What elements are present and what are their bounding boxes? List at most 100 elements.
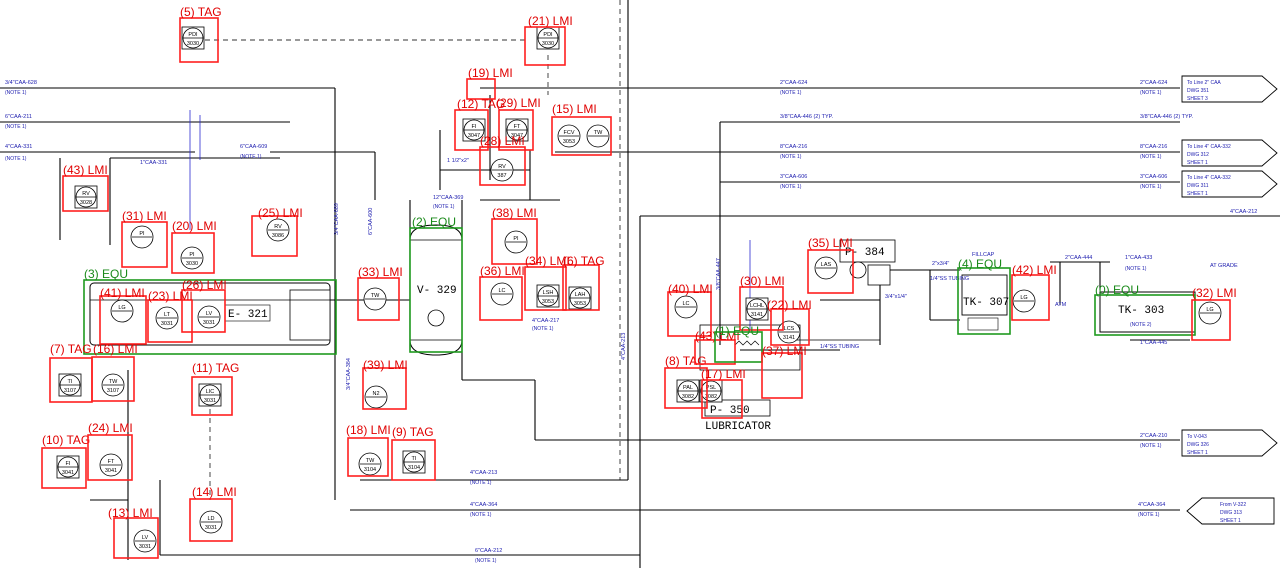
instrument-number: 3028: [80, 200, 92, 206]
pipe-note: (NOTE 1): [470, 480, 492, 486]
tank-tk307[interactable]: TK- 307: [961, 274, 1009, 331]
tw-b-instrument[interactable]: TW: [363, 287, 387, 311]
instrument-number: 3031: [205, 525, 217, 531]
annotation-lmi: (29) LMI: [496, 96, 541, 151]
pipe-label: 2"CAA-624: [1140, 80, 1167, 86]
lg-b-instrument[interactable]: LG: [1012, 289, 1036, 313]
offpage-text: To V-043: [1187, 434, 1207, 440]
instrument-code: RV: [274, 224, 282, 230]
annotation-label: (6) TAG: [563, 254, 605, 268]
offpage-text: DWG 351: [1187, 88, 1209, 94]
annotation-box: [664, 367, 708, 409]
instrument-code: TW: [109, 379, 118, 385]
pipe-note: (NOTE 1): [532, 326, 554, 332]
annotation-lmi: (33) LMI: [357, 265, 403, 321]
offpage-text: DWG 326: [1187, 442, 1209, 448]
instrument-code: N2: [372, 391, 379, 397]
offpage-text: From V-322: [1220, 502, 1246, 508]
instrument-code: PAL: [683, 385, 693, 391]
vessel-v329[interactable]: V- 329: [409, 224, 463, 356]
atgrade-label: AT GRADE: [1210, 263, 1238, 269]
pump-p350[interactable]: P- 350 LUBRICATOR: [699, 324, 801, 433]
instrument-number: 3030: [187, 41, 199, 47]
pipe-label: 6"CAA-609: [240, 144, 267, 150]
pipe-label: 4"CAA-213: [470, 470, 497, 476]
pi-c-instrument[interactable]: PI: [504, 230, 528, 254]
instrument-number: 3047: [511, 133, 523, 139]
atm-label: ATM: [1055, 302, 1067, 308]
instrument-code: TW: [366, 458, 375, 464]
las-instrument[interactable]: LAS: [814, 256, 838, 280]
offpage-text: To Line 2" CAA: [1187, 80, 1221, 86]
annotation-label: (30) LMI: [740, 274, 785, 288]
pipe-label: 1"CAA-331: [140, 160, 167, 166]
annotation-equ: (3) EQU: [83, 267, 337, 355]
instrument-code: PSL: [706, 385, 716, 391]
lg-c-instrument[interactable]: LG: [1198, 301, 1222, 325]
lg-a-instrument[interactable]: LG: [110, 299, 134, 323]
annotation-label: (15) LMI: [552, 102, 597, 116]
annotation-label: (37) LMI: [762, 344, 807, 358]
instrument-code: LG: [118, 305, 125, 311]
tk303-label: TK- 303: [1118, 305, 1164, 317]
annotation-box: [87, 434, 133, 481]
tank-tk303[interactable]: TK- 303 (NOTE 2): [1099, 291, 1196, 333]
instrument-code: PDI: [543, 32, 553, 38]
offpage-text: SHEET 1: [1187, 450, 1208, 456]
annotation-label: (8) TAG: [665, 354, 707, 368]
instrument-number: 3041: [105, 468, 117, 474]
pipe-label: 1"CAA-445: [1140, 340, 1167, 346]
annotation-lmi: (26) LMI: [181, 278, 227, 333]
offpage-text: To Line 4" CAA-332: [1187, 144, 1231, 150]
instrument-number: 387: [497, 173, 506, 179]
offpage-text: SHEET 3: [1187, 96, 1208, 102]
pi-a-instrument[interactable]: PI: [130, 225, 154, 249]
annotation-label: (24) LMI: [88, 421, 133, 435]
fillcap-label: FILLCAP: [972, 252, 995, 258]
annotation-box: [99, 295, 147, 345]
annotation-lmi: (40) LMI: [667, 282, 713, 337]
annotation-box: [454, 109, 489, 151]
tw-instrument[interactable]: TW: [586, 124, 610, 148]
n2-instrument[interactable]: N2: [364, 385, 388, 409]
pipe-note: (NOTE 1): [1140, 443, 1162, 449]
pipe-label: 4"CAA-212: [1230, 209, 1257, 215]
annotation-label: (43) LMI: [63, 163, 108, 177]
annotation-lmi: (35) LMI: [807, 236, 854, 294]
lc-b-instrument[interactable]: LC: [674, 295, 698, 319]
lc-instrument[interactable]: LC: [490, 282, 514, 306]
annotation-label: (32) LMI: [1192, 286, 1237, 300]
pipe-label: 2"CAA-210: [1140, 433, 1167, 439]
